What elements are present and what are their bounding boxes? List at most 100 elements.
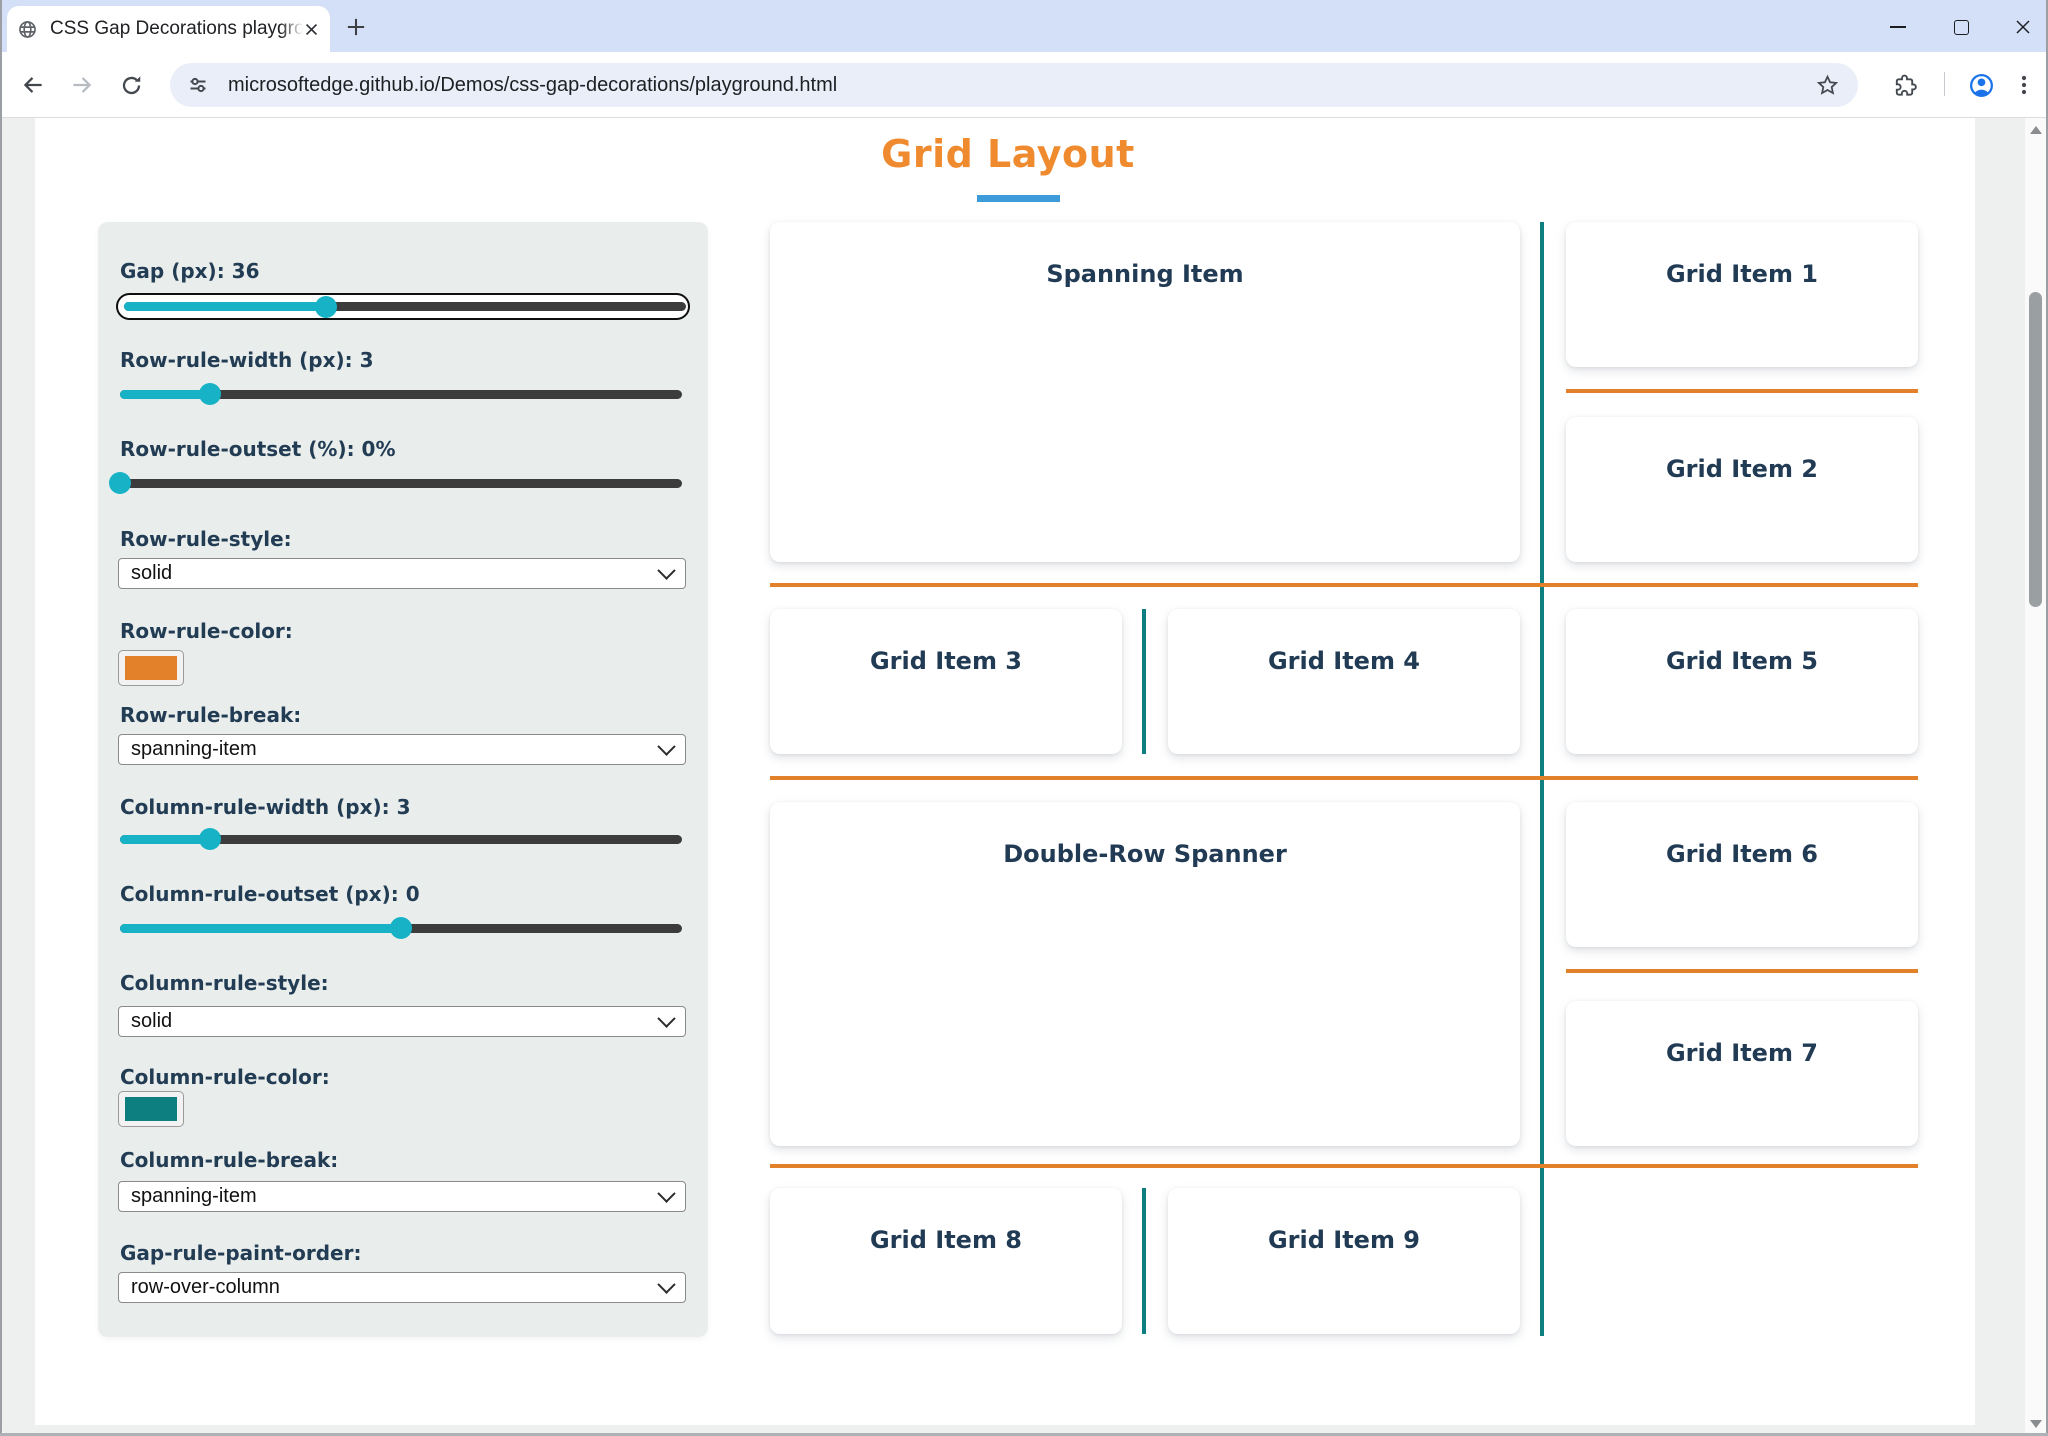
new-tab-icon[interactable] bbox=[342, 13, 370, 41]
scroll-down-icon[interactable] bbox=[2030, 1420, 2042, 1428]
chevron-down-icon bbox=[657, 1009, 676, 1028]
row-rule bbox=[1566, 969, 1918, 973]
reload-icon[interactable] bbox=[109, 63, 153, 107]
row-rule-break-label: Row-rule-break: bbox=[120, 703, 302, 727]
column-rule-break-label: Column-rule-break: bbox=[120, 1148, 339, 1172]
slider-track[interactable] bbox=[120, 478, 682, 488]
card-label: Grid Item 9 bbox=[1267, 1226, 1421, 1254]
color-swatch bbox=[125, 1097, 177, 1121]
site-info-icon[interactable] bbox=[186, 73, 210, 97]
card-label: Grid Item 6 bbox=[1665, 840, 1819, 868]
slider-track[interactable] bbox=[120, 834, 682, 844]
column-rule-style-label: Column-rule-style: bbox=[120, 971, 329, 995]
select-value: solid bbox=[131, 562, 173, 584]
forward-icon[interactable] bbox=[60, 63, 104, 107]
row-rule bbox=[1566, 389, 1918, 393]
row-rule bbox=[770, 1164, 1918, 1168]
column-rule-style-select[interactable]: solid bbox=[118, 1006, 686, 1037]
slider-thumb[interactable] bbox=[198, 383, 221, 405]
slider-track[interactable] bbox=[124, 302, 686, 311]
globe-favicon bbox=[17, 19, 38, 40]
slider-track[interactable] bbox=[120, 389, 682, 399]
window-border-bottom bbox=[0, 1433, 2048, 1436]
grid-item-1: Grid Item 1 bbox=[1566, 222, 1918, 367]
slider-fill bbox=[124, 302, 327, 311]
row-rule-outset-label: Row-rule-outset (%): 0% bbox=[120, 437, 396, 461]
gap-rule-paint-order-label: Gap-rule-paint-order: bbox=[120, 1241, 362, 1265]
chevron-down-icon bbox=[657, 1184, 676, 1203]
grid-item-8: Grid Item 8 bbox=[770, 1188, 1122, 1334]
column-rule-color-picker[interactable] bbox=[118, 1091, 184, 1127]
grid-item-3: Grid Item 3 bbox=[770, 609, 1122, 754]
grid-item-4: Grid Item 4 bbox=[1168, 609, 1520, 754]
card-label: Grid Item 5 bbox=[1665, 647, 1819, 675]
gap-slider-label: Gap (px): 36 bbox=[120, 259, 260, 283]
select-value: solid bbox=[131, 1010, 173, 1032]
column-rule-width-slider[interactable] bbox=[120, 828, 682, 850]
slider-fill bbox=[120, 834, 210, 844]
scroll-up-icon[interactable] bbox=[2030, 126, 2042, 134]
row-rule-color-label: Row-rule-color: bbox=[120, 619, 293, 643]
close-tab-icon[interactable] bbox=[303, 21, 320, 38]
window-border-left bbox=[0, 0, 2, 1436]
slider-fill bbox=[120, 923, 401, 933]
slider-thumb[interactable] bbox=[315, 295, 338, 318]
tab-title: CSS Gap Decorations playground bbox=[50, 18, 303, 39]
row-rule-break-select[interactable]: spanning-item bbox=[118, 734, 686, 765]
grid-item-double-row-spanner: Double-Row Spanner bbox=[770, 802, 1520, 1146]
column-rule-outset-label: Column-rule-outset (px): 0 bbox=[120, 882, 420, 906]
browser-tab[interactable]: CSS Gap Decorations playground bbox=[7, 6, 330, 52]
profile-icon[interactable] bbox=[1959, 63, 2003, 107]
card-label: Grid Item 8 bbox=[869, 1226, 1023, 1254]
grid-item-2: Grid Item 2 bbox=[1566, 417, 1918, 562]
row-rule bbox=[770, 776, 1918, 780]
page-title: Grid Layout bbox=[881, 132, 1135, 176]
slider-thumb[interactable] bbox=[390, 917, 412, 939]
color-swatch bbox=[125, 656, 177, 680]
grid-item-5: Grid Item 5 bbox=[1566, 609, 1918, 754]
title-underline bbox=[977, 195, 1060, 202]
back-icon[interactable] bbox=[11, 63, 55, 107]
gap-slider-focus-ring bbox=[116, 293, 690, 320]
slider-thumb[interactable] bbox=[109, 472, 131, 494]
maximize-icon[interactable] bbox=[1938, 8, 1984, 46]
row-rule-outset-slider[interactable] bbox=[109, 472, 682, 494]
extensions-icon[interactable] bbox=[1882, 63, 1926, 107]
chevron-down-icon bbox=[657, 737, 676, 756]
row-rule-style-label: Row-rule-style: bbox=[120, 527, 292, 551]
bookmark-star-icon[interactable] bbox=[1815, 73, 1840, 98]
slider-fill bbox=[120, 389, 210, 399]
close-window-icon[interactable] bbox=[2000, 8, 2046, 46]
select-value: spanning-item bbox=[131, 738, 257, 760]
grid-item-7: Grid Item 7 bbox=[1566, 1001, 1918, 1146]
card-label: Grid Item 4 bbox=[1267, 647, 1421, 675]
window-border-right bbox=[2046, 0, 2048, 1436]
row-rule-color-picker[interactable] bbox=[118, 650, 184, 686]
scrollbar-thumb[interactable] bbox=[2029, 292, 2042, 607]
card-label: Grid Item 3 bbox=[869, 647, 1023, 675]
column-rule-outset-slider[interactable] bbox=[120, 917, 682, 939]
row-rule-width-slider[interactable] bbox=[120, 383, 682, 405]
tab-strip: CSS Gap Decorations playground bbox=[0, 0, 2048, 52]
menu-dots-icon[interactable] bbox=[2002, 63, 2046, 107]
column-rule bbox=[1142, 1188, 1146, 1334]
gap-slider[interactable] bbox=[124, 295, 686, 318]
card-label: Grid Item 7 bbox=[1665, 1039, 1819, 1067]
vertical-scrollbar bbox=[2025, 118, 2046, 1436]
toolbar-separator bbox=[1944, 72, 1945, 96]
column-rule bbox=[1142, 609, 1146, 754]
slider-thumb[interactable] bbox=[198, 828, 221, 850]
card-label: Double-Row Spanner bbox=[1003, 840, 1287, 868]
gap-rule-paint-order-select[interactable]: row-over-column bbox=[118, 1272, 686, 1303]
card-label: Spanning Item bbox=[1046, 260, 1244, 288]
chevron-down-icon bbox=[657, 1275, 676, 1294]
row-rule-style-select[interactable]: solid bbox=[118, 558, 686, 589]
select-value: row-over-column bbox=[131, 1276, 280, 1298]
card-label: Grid Item 2 bbox=[1665, 455, 1819, 483]
chevron-down-icon bbox=[657, 561, 676, 580]
minimize-icon[interactable] bbox=[1875, 8, 1921, 46]
select-value: spanning-item bbox=[131, 1185, 257, 1207]
address-bar[interactable]: microsoftedge.github.io/Demos/css-gap-de… bbox=[170, 63, 1858, 107]
column-rule-color-label: Column-rule-color: bbox=[120, 1065, 330, 1089]
column-rule-break-select[interactable]: spanning-item bbox=[118, 1181, 686, 1212]
